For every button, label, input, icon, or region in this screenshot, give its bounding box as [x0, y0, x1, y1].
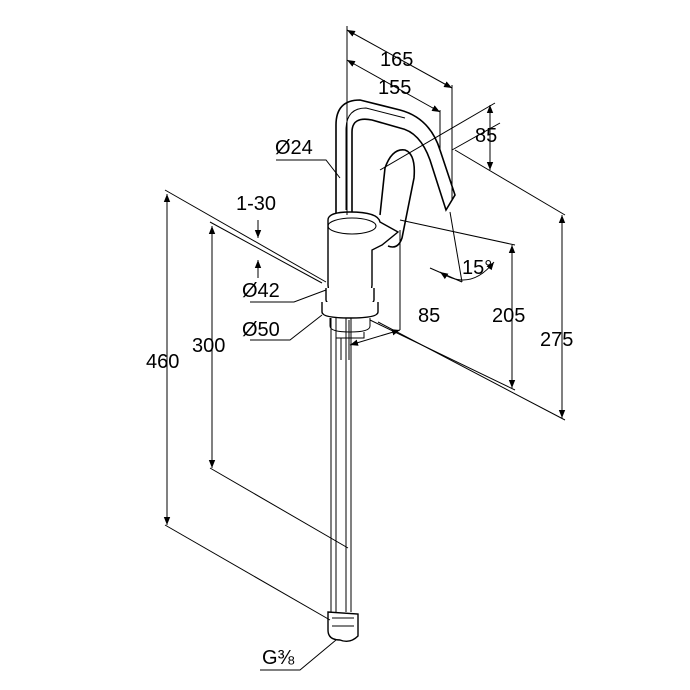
spout: [335, 99, 456, 215]
hose-connector: [327, 611, 359, 643]
dim-460: 460: [146, 351, 179, 373]
dim-thread-g3-8: G⅜: [262, 647, 295, 669]
dimension-lines: [163, 26, 566, 671]
dim-diameter-50: Ø50: [242, 319, 280, 341]
dim-205: 205: [492, 305, 525, 327]
base-ring-50: [321, 302, 379, 319]
body-cylinder: [327, 211, 400, 299]
dim-diameter-24: Ø24: [275, 137, 313, 159]
dim-300: 300: [192, 335, 225, 357]
dim-angle-15: 15°: [462, 257, 492, 279]
dim-1-30: 1-30: [236, 193, 276, 215]
dim-85-top: 85: [475, 125, 497, 147]
dim-diameter-42: Ø42: [242, 280, 280, 302]
dim-275: 275: [540, 329, 573, 351]
dim-155: 155: [378, 77, 411, 99]
dim-85-base: 85: [418, 305, 440, 327]
faucet-body: [321, 99, 456, 643]
lever-handle: [379, 149, 416, 248]
dim-165: 165: [380, 49, 413, 71]
